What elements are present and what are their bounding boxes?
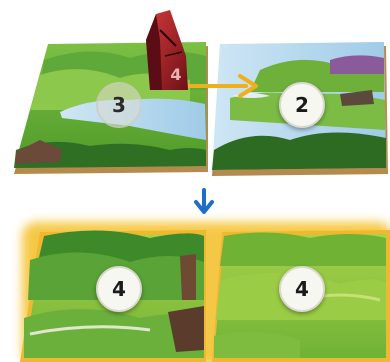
top-right-tile-number: 2 [279, 82, 325, 128]
mountain-token[interactable]: 4 [146, 10, 188, 90]
bottom-left-tile-number: 4 [96, 266, 142, 312]
bottom-right-tile-number: 4 [279, 266, 325, 312]
top-left-tile-number: 3 [96, 82, 142, 128]
mountain-token-number: 4 [170, 65, 181, 84]
arrow-down-icon [196, 190, 212, 212]
